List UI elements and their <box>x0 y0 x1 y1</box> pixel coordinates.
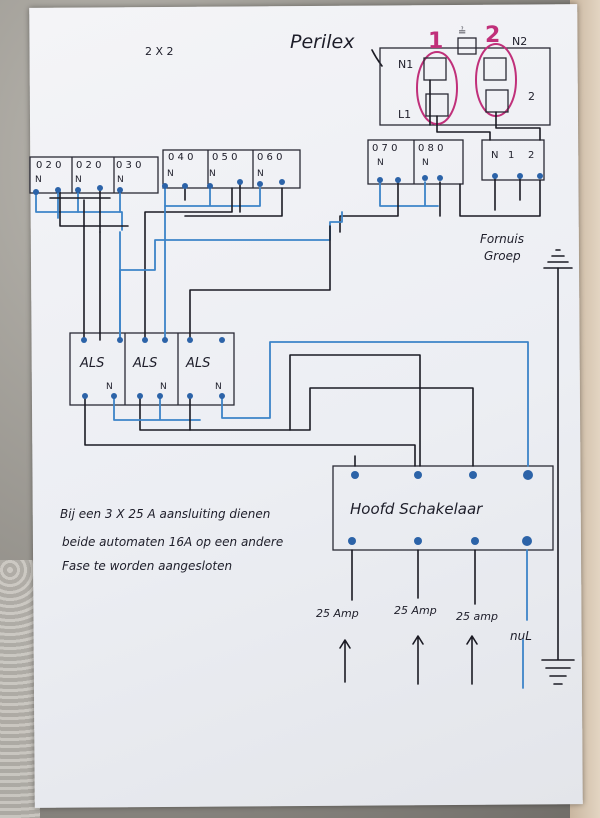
group-label-2: 0 2 0 <box>76 160 101 171</box>
perilex-circle-1 <box>416 51 458 125</box>
group-label-4: 0 4 0 <box>168 152 193 163</box>
perilex-label-n2: N2 <box>512 35 527 48</box>
n-label-7: N <box>377 158 384 168</box>
perilex-pin-n1 <box>423 57 447 81</box>
feed-label-3: 25 amp <box>456 610 498 623</box>
perilex-term-n: N <box>491 150 498 161</box>
n-label-3: N <box>117 175 124 185</box>
als-n-1: N <box>106 382 113 392</box>
n-label-5: N <box>209 169 216 179</box>
main-switch-box <box>332 465 554 551</box>
als-label-2: ALS <box>132 356 157 371</box>
als-label-1: ALS <box>79 356 104 371</box>
note-2x2: 2 X 2 <box>145 45 174 58</box>
n-label-4: N <box>167 169 174 179</box>
group-label-6: 0 6 0 <box>257 152 282 163</box>
group-label-7: 0 7 0 <box>372 143 397 154</box>
group-label-1: 0 2 0 <box>36 160 61 171</box>
als-n-3: N <box>215 382 222 392</box>
perilex-label-n1: N1 <box>398 58 413 71</box>
group-label-5: 0 5 0 <box>212 152 237 163</box>
perilex-term-1: 1 <box>508 150 514 161</box>
perilex-label-l1: L1 <box>398 108 411 121</box>
n-label-1: N <box>35 175 42 185</box>
feed-label-4: nuL <box>510 629 532 643</box>
n-label-6: N <box>257 169 264 179</box>
note-line-1: Bij een 3 X 25 A aansluiting dienen <box>60 507 270 521</box>
als-block <box>69 332 235 406</box>
fornuis-label: Fornuis <box>480 232 524 246</box>
n-label-8: N <box>422 158 429 168</box>
groep-label: Groep <box>484 249 521 263</box>
perilex-pin-2 <box>485 89 509 113</box>
terminal-strip-right <box>367 139 464 185</box>
n-label-2: N <box>75 175 82 185</box>
group-label-3: 0 3 0 <box>116 160 141 171</box>
perilex-arrow <box>371 49 383 67</box>
wires <box>33 173 575 689</box>
perilex-label-2: 2 <box>528 90 535 103</box>
perilex-marker-1: 1 <box>428 29 443 54</box>
note-line-3: Fase te worden aangesloten <box>62 559 232 573</box>
terminal-strip-left <box>29 156 159 194</box>
perilex-ground-symbol: ≟ <box>458 26 466 38</box>
feed-label-1: 25 Amp <box>316 607 359 620</box>
perilex-terminal <box>481 139 545 181</box>
group-label-8: 0 8 0 <box>418 143 443 154</box>
als-n-2: N <box>160 382 167 392</box>
perilex-pin-n2 <box>483 57 507 81</box>
perilex-title: Perilex <box>290 31 355 53</box>
main-switch-label: Hoofd Schakelaar <box>350 500 483 518</box>
note-line-2: beide automaten 16A op een andere <box>62 535 283 549</box>
perilex-ground-pin <box>457 37 477 55</box>
als-label-3: ALS <box>185 356 210 371</box>
perilex-term-2: 2 <box>528 150 534 161</box>
perilex-box <box>379 47 551 126</box>
feed-label-2: 25 Amp <box>394 604 437 617</box>
perilex-wires <box>429 79 541 141</box>
perilex-marker-2: 2 <box>485 23 500 48</box>
